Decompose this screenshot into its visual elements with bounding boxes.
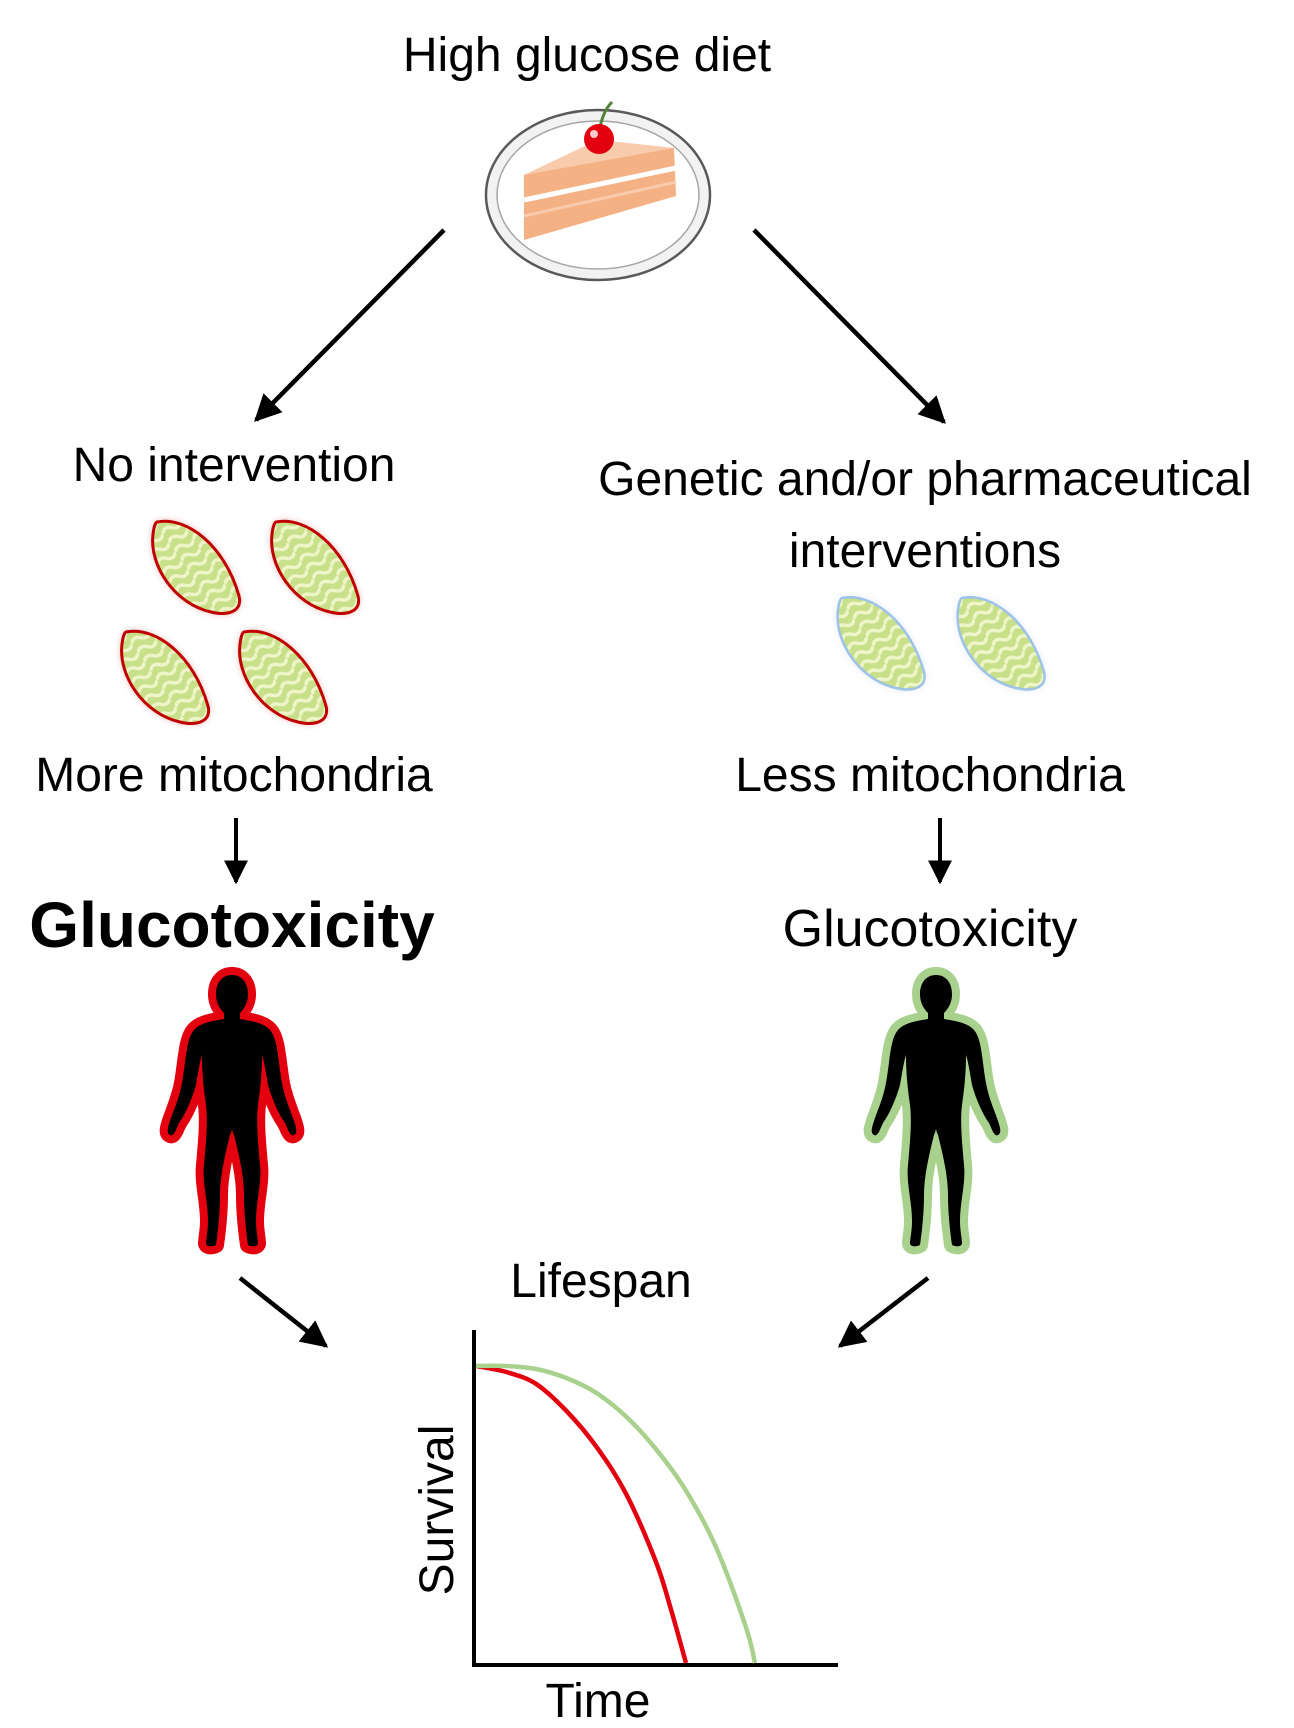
mitochondrion-icon — [151, 519, 242, 615]
mitochondrion-icon — [956, 595, 1046, 691]
cake-slice-icon — [484, 100, 712, 282]
glucotoxicity-weak-label: Glucotoxicity — [782, 900, 1078, 958]
mitochondrion-icon — [238, 629, 329, 725]
diet-label: High glucose diet — [402, 29, 772, 82]
x-axis-label: Time — [545, 1675, 651, 1728]
chart-title: Lifespan — [510, 1255, 692, 1308]
less-mitochondria-label: Less mitochondria — [735, 749, 1125, 802]
mitochondrion-icon — [270, 519, 361, 615]
mitochondrion-icon — [836, 595, 926, 691]
mitochondrion-icon — [120, 629, 211, 725]
interventions-label-line2: interventions — [788, 525, 1062, 578]
mitochondria-group-less — [836, 595, 1046, 691]
no-intervention-label: No intervention — [72, 439, 396, 492]
y-axis-label: Survival — [411, 1424, 464, 1596]
arrow-to-interventions — [752, 228, 946, 424]
survival-chart — [472, 1330, 838, 1667]
interventions-label-line1: Genetic and/or pharmaceutical — [598, 453, 1252, 506]
more-mitochondria-label: More mitochondria — [35, 749, 433, 802]
interventions-label: Genetic and/or pharmaceutical interventi… — [598, 444, 1252, 588]
arrow-to-no-intervention — [254, 228, 446, 422]
survival-series-line-1 — [475, 1363, 689, 1664]
arrow-right-to-chart — [837, 1276, 930, 1348]
glucotoxicity-strong-label: Glucotoxicity — [29, 889, 435, 961]
human-silhouette-icon — [872, 975, 1001, 1246]
mitochondria-group-more — [120, 519, 361, 725]
human-silhouette-icon — [168, 975, 297, 1246]
arrow-left-to-chart — [238, 1276, 329, 1348]
survival-series-line-2 — [475, 1363, 758, 1664]
